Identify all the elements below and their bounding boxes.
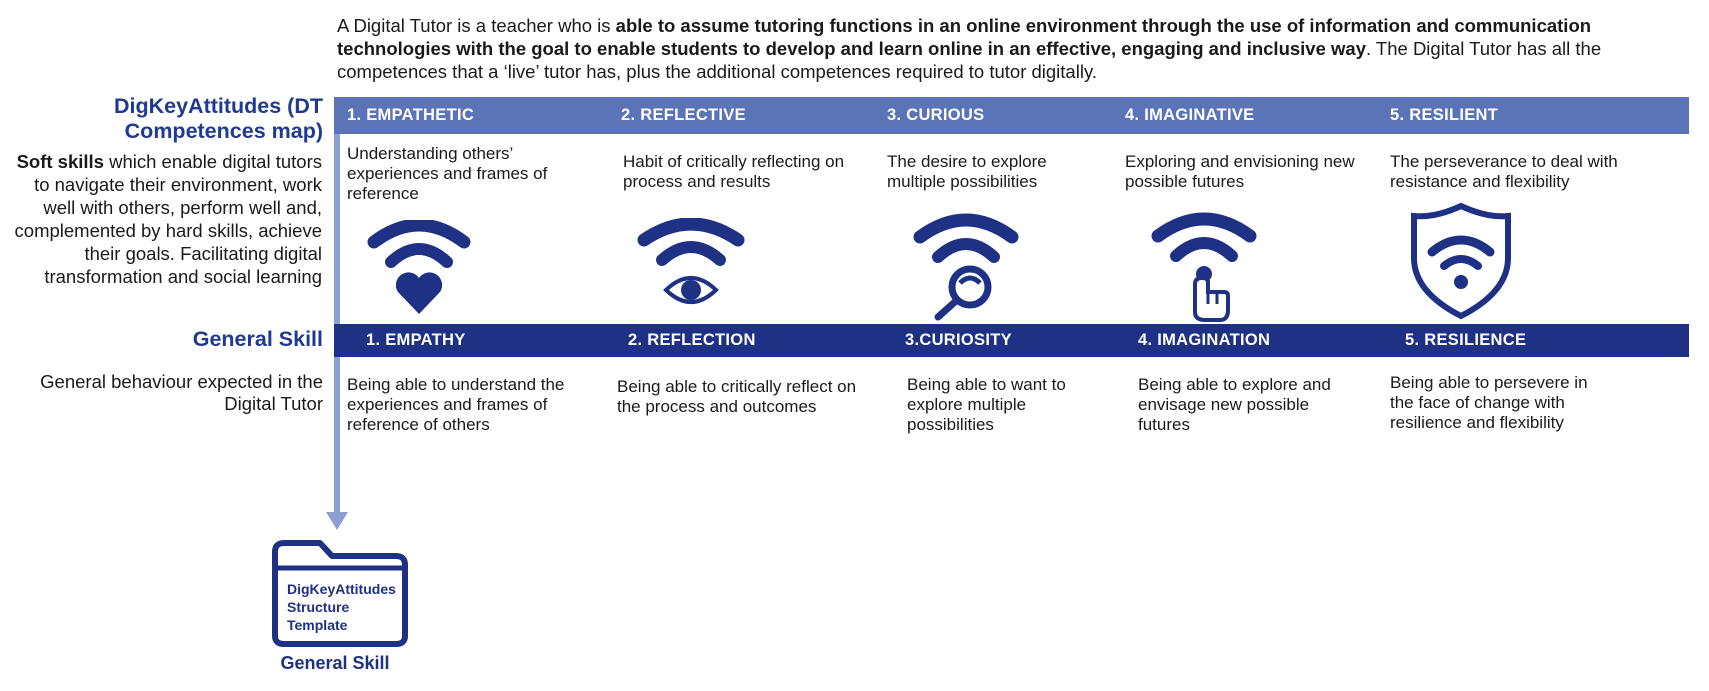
- skill-label-curiosity: 3.CURIOSITY: [905, 331, 1012, 349]
- attitude-desc-reflective: Habit of critically reflecting on proces…: [623, 152, 845, 191]
- general-skill-description: General behaviour expected in the Digita…: [40, 371, 323, 414]
- wifi-heart-icon: [367, 220, 471, 314]
- attitude-label-curious: 3. CURIOUS: [887, 106, 985, 124]
- attitude-desc-curious: The desire to explore multiple possibili…: [887, 152, 1047, 191]
- skill-desc-imagination: Being able to explore and envisage new p…: [1138, 375, 1331, 434]
- wifi-eye-icon: [637, 218, 745, 304]
- wifi-magnifier-icon: [913, 213, 1019, 321]
- folder-caption: General Skill: [280, 653, 390, 673]
- intro-bold-text: able to assume tutoring functions in an …: [337, 15, 1592, 59]
- skill-desc-curiosity: Being able to want to explore multiple p…: [907, 375, 1066, 434]
- general-skill-title: General Skill: [192, 327, 323, 351]
- attitude-label-empathetic: 1. EMPATHETIC: [347, 106, 475, 124]
- skill-label-imagination: 4. IMAGINATION: [1138, 331, 1271, 349]
- wifi-shield-icon: [1411, 202, 1511, 320]
- attitude-desc-empathetic: Understanding others’ experiences and fr…: [347, 144, 548, 203]
- skill-label-empathy: 1. EMPATHY: [366, 331, 466, 349]
- vertical-connector: [334, 100, 340, 514]
- attitude-label-resilient: 5. RESILIENT: [1390, 106, 1499, 124]
- soft-skills-bold: Soft skills: [16, 151, 104, 172]
- title-line-1: DigKeyAttitudes (DT: [113, 94, 323, 118]
- skill-desc-reflection: Being able to critically reflect on the …: [617, 377, 857, 416]
- attitude-label-reflective: 2. REFLECTIVE: [621, 106, 746, 124]
- skills-header-bar: [334, 324, 1689, 357]
- intro-text-1: A Digital Tutor is a teacher who is: [337, 15, 616, 36]
- soft-skills-rest: which enable digital tutors to navigate …: [14, 151, 322, 287]
- skill-label-reflection: 2. REFLECTION: [628, 331, 756, 349]
- skill-label-resilience: 5. RESILIENCE: [1405, 331, 1527, 349]
- folder-label-line-3: Template: [287, 617, 348, 633]
- folder-icon: [272, 540, 408, 647]
- intro-paragraph: A Digital Tutor is a teacher who is able…: [337, 14, 1637, 83]
- wifi-hand-icon: [1151, 212, 1257, 322]
- folder-label-line-1: DigKeyAttitudes: [287, 581, 396, 597]
- title-line-2: Competences map): [124, 119, 323, 143]
- competences-map-title: DigKeyAttitudes (DT Competences map): [8, 94, 323, 144]
- attitude-desc-imaginative: Exploring and envisioning new possible f…: [1125, 152, 1355, 191]
- down-arrow-icon: [326, 512, 348, 530]
- skill-desc-resilience: Being able to persevere in the face of c…: [1390, 373, 1588, 432]
- intro-text-2: . The Digital Tutor has all the competen…: [337, 38, 1602, 82]
- attitude-label-imaginative: 4. IMAGINATIVE: [1125, 106, 1255, 124]
- attitudes-header-bar: [334, 97, 1689, 134]
- skill-desc-empathy: Being able to understand the experiences…: [347, 375, 565, 434]
- attitude-desc-resilient: The perseverance to deal with resistance…: [1390, 152, 1618, 191]
- folder-label-line-2: Structure: [287, 599, 350, 615]
- soft-skills-description: Soft skills which enable digital tutors …: [0, 150, 322, 288]
- folder-label: DigKeyAttitudes Structure Template: [287, 580, 412, 634]
